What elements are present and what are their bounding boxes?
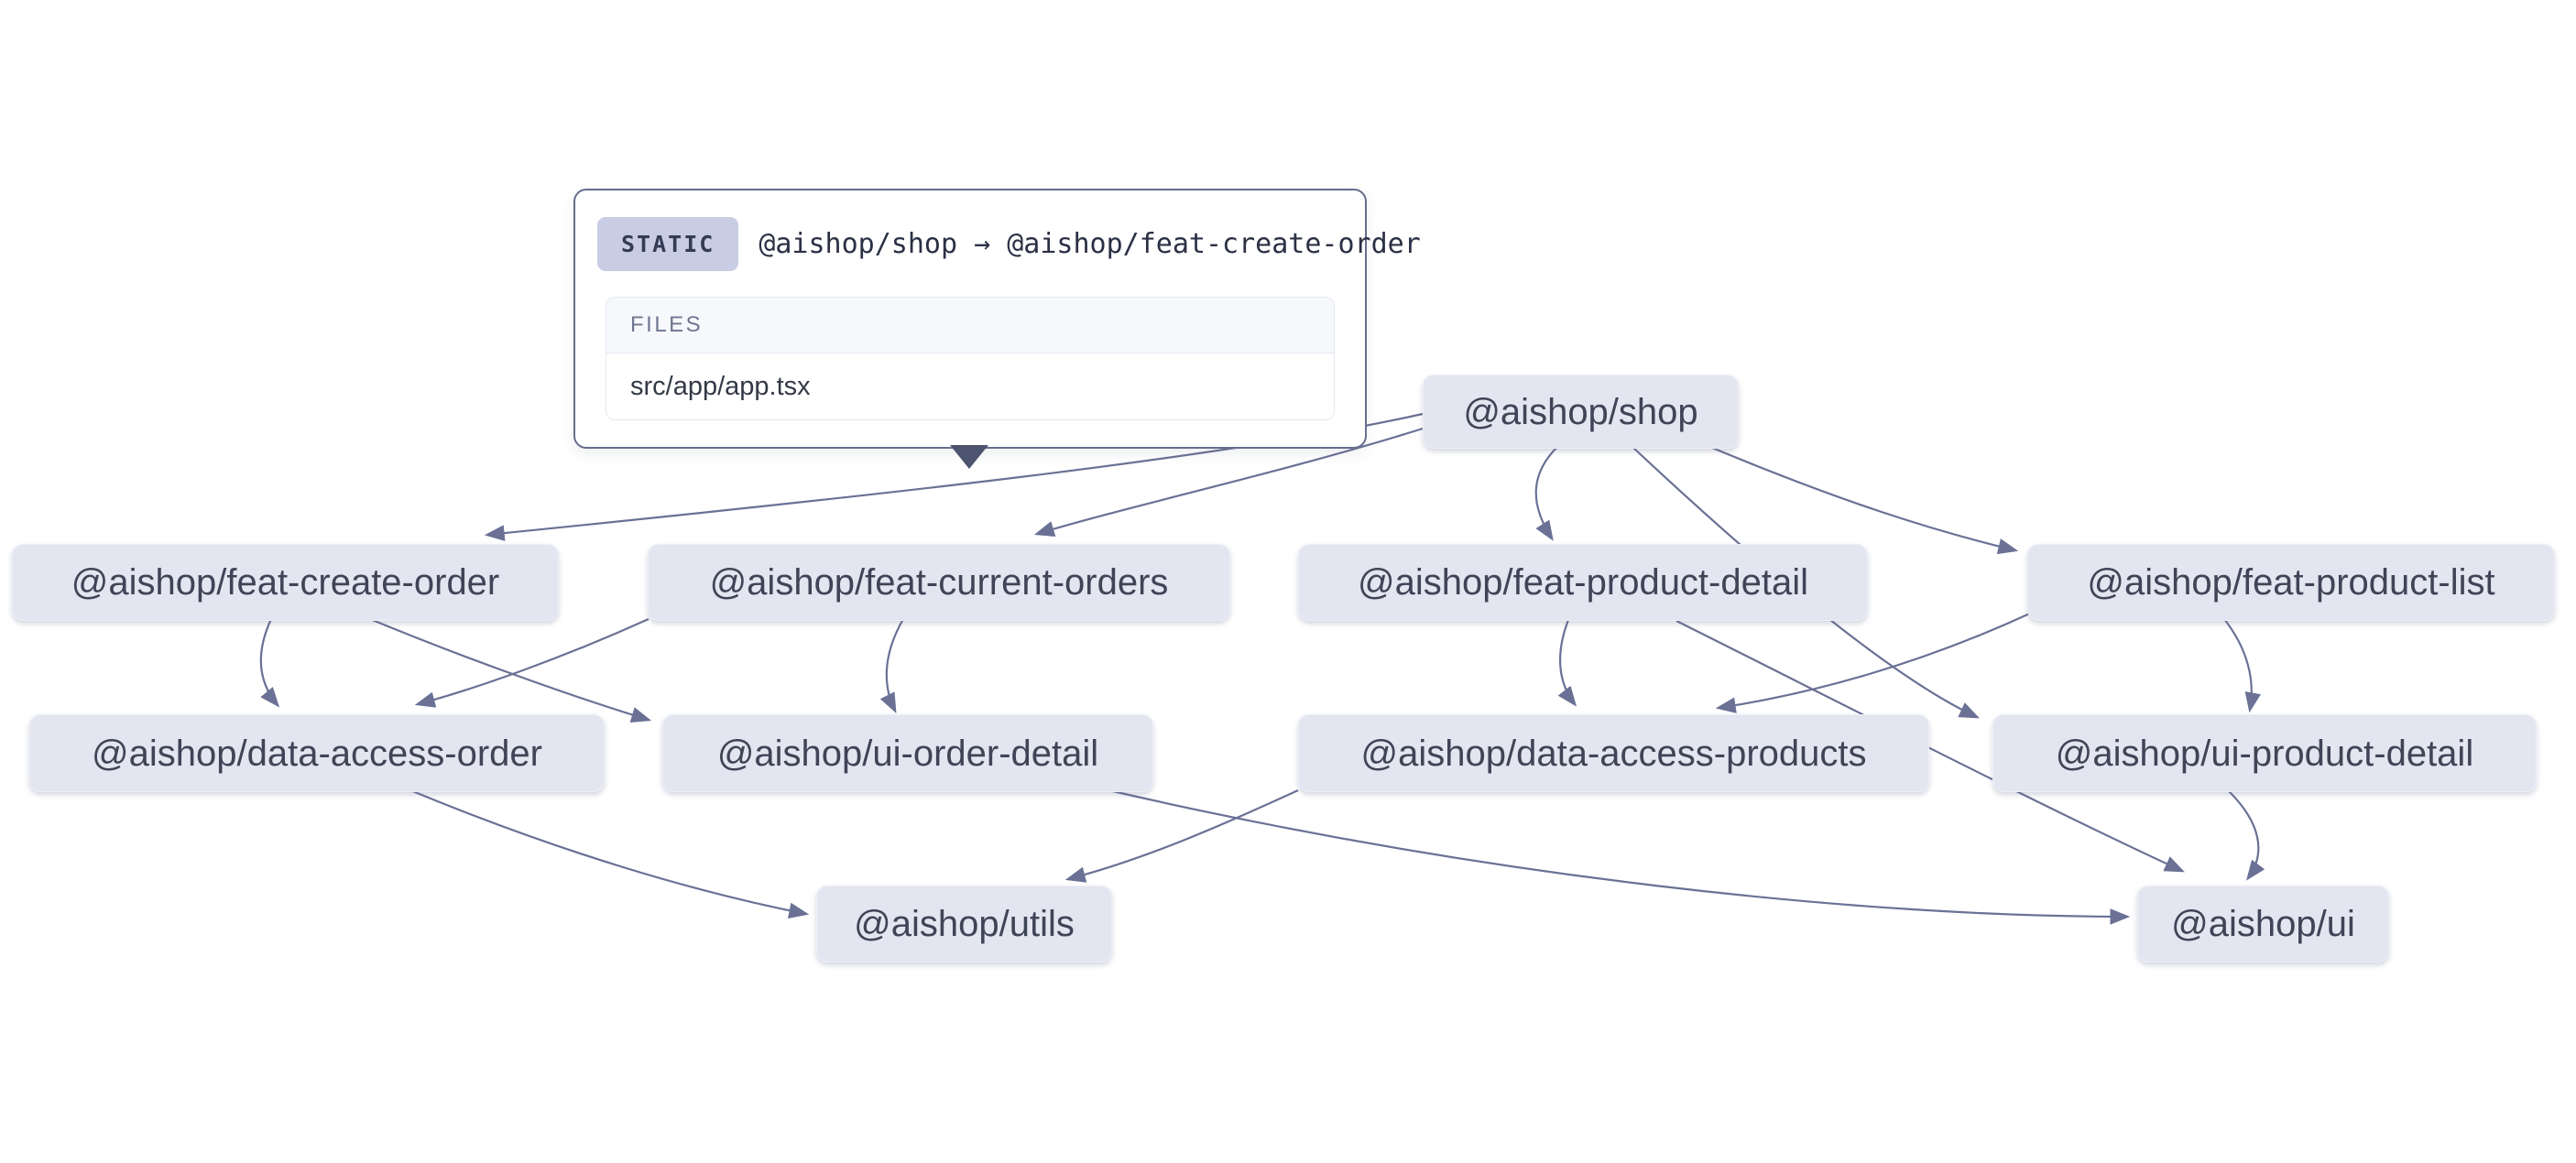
edge-feat-product-list-to-ui-product-detail[interactable] [2223, 618, 2261, 713]
node-aishop-feat-create-order[interactable]: @aishop/feat-create-order [12, 544, 559, 621]
edge-feat-create-order-to-ui-order-detail[interactable] [369, 617, 652, 723]
edge-ui-order-detail-to-ui[interactable] [1104, 788, 2131, 925]
files-panel: FILES src/app/app.tsx [606, 297, 1335, 420]
edge-feat-product-list-to-data-access-products[interactable] [1715, 611, 2035, 713]
node-aishop-shop[interactable]: @aishop/shop [1423, 375, 1739, 449]
edge-feat-current-orders-to-data-access-order[interactable] [414, 617, 649, 708]
edge-feat-create-order-to-data-access-order[interactable] [259, 618, 280, 708]
edge-type-badge: STATIC [597, 216, 739, 271]
node-aishop-feat-product-detail[interactable]: @aishop/feat-product-detail [1298, 544, 1868, 621]
edge-ui-product-detail-to-ui[interactable] [2227, 789, 2265, 881]
file-row: src/app/app.tsx [606, 353, 1334, 419]
edge-feat-product-detail-to-ui[interactable] [1675, 620, 2185, 873]
node-aishop-ui-product-detail[interactable]: @aishop/ui-product-detail [1992, 714, 2537, 792]
edge-data-access-products-to-utils[interactable] [1064, 789, 1299, 883]
node-aishop-ui[interactable]: @aishop/ui [2137, 886, 2389, 962]
edge-tooltip: STATIC @aishop/shop → @aishop/feat-creat… [573, 189, 1421, 449]
node-aishop-data-access-products[interactable]: @aishop/data-access-products [1298, 714, 1929, 792]
edge-tooltip-header: STATIC @aishop/shop → @aishop/feat-creat… [575, 190, 1421, 297]
edge-feat-current-orders-to-ui-order-detail[interactable] [879, 618, 904, 713]
edge-data-access-order-to-utils[interactable] [409, 788, 810, 919]
node-aishop-utils[interactable]: @aishop/utils [816, 886, 1112, 962]
node-aishop-feat-product-list[interactable]: @aishop/feat-product-list [2027, 544, 2555, 621]
node-aishop-ui-order-detail[interactable]: @aishop/ui-order-detail [662, 714, 1153, 792]
edge-shop-to-feat-product-detail[interactable] [1534, 446, 1558, 541]
node-aishop-feat-current-orders[interactable]: @aishop/feat-current-orders [648, 544, 1230, 621]
files-panel-header: FILES [606, 298, 1334, 353]
edge-tooltip-title: @aishop/shop → @aishop/feat-create-order [759, 227, 1421, 260]
node-aishop-data-access-order[interactable]: @aishop/data-access-order [29, 714, 605, 792]
tooltip-caret-icon [950, 445, 988, 469]
edge-shop-to-feat-current-orders[interactable] [1033, 427, 1424, 538]
edge-feat-product-detail-to-data-access-products[interactable] [1557, 619, 1577, 707]
edge-shop-to-feat-product-list[interactable] [1705, 443, 2019, 555]
